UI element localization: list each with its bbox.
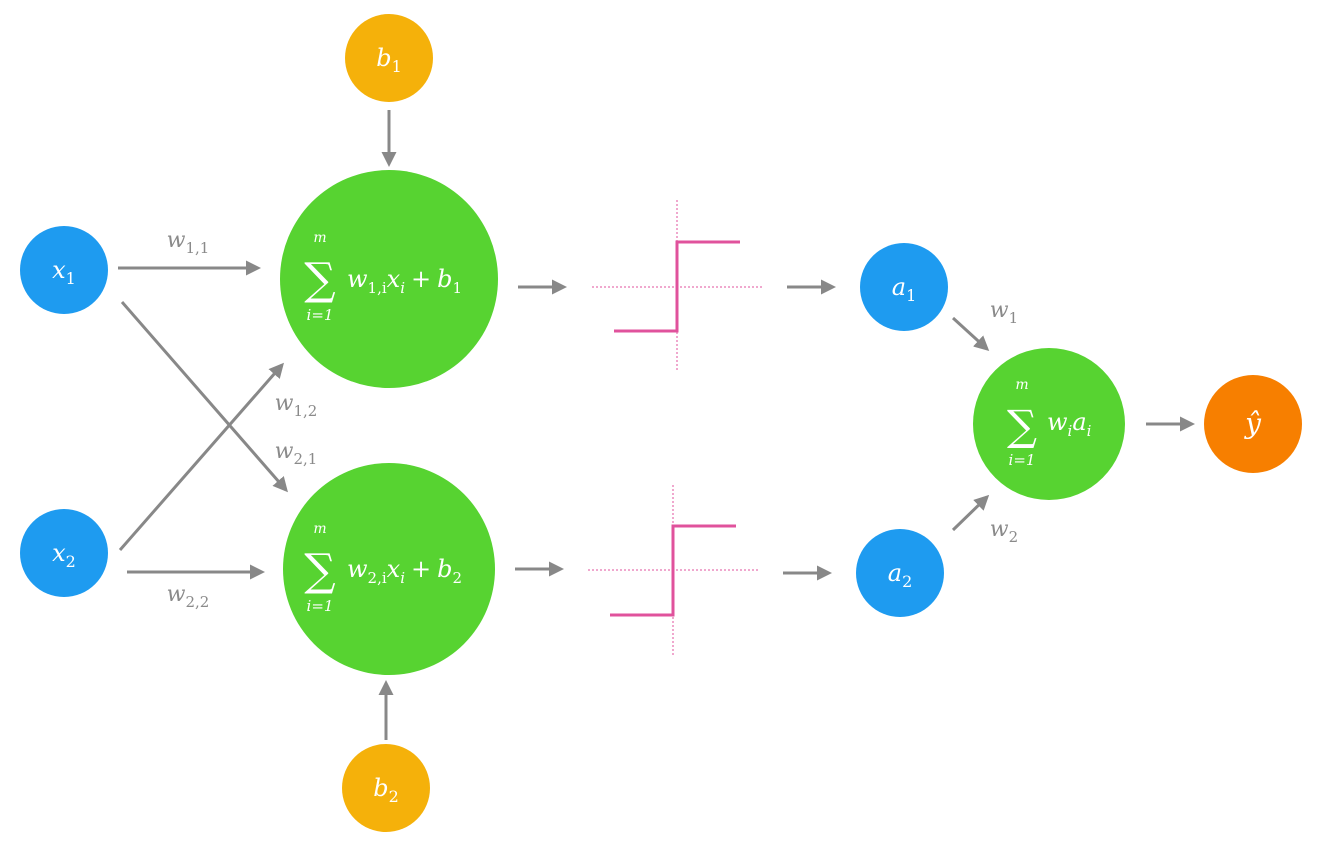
node-a2-circle <box>856 529 944 617</box>
sum-node-2-circle <box>283 463 495 675</box>
arrow-x2-to-sum1 <box>118 362 284 551</box>
step2-curve <box>610 524 736 617</box>
node-a1-circle <box>860 243 948 331</box>
node-a1: a1 <box>860 243 948 331</box>
sum-node-out: m ∑ i=1 wiai <box>973 348 1125 500</box>
weight-w1: w1 <box>990 298 1018 327</box>
sumout-lower-limit: i=1 <box>1009 451 1036 469</box>
node-x2-label: x2 <box>52 539 76 571</box>
sum2-upper-limit: m <box>313 521 326 537</box>
sum1-expression: w1,ixi+b1 <box>347 265 462 297</box>
node-b2-label: b2 <box>373 774 399 806</box>
connections <box>118 110 1195 740</box>
node-yhat-label: ŷ <box>1243 407 1262 440</box>
sum1-sigma: ∑ <box>304 254 335 305</box>
weight-w12: w1,2 <box>275 391 318 420</box>
node-b1-circle <box>345 14 433 102</box>
arrow-a2-to-out <box>951 494 990 532</box>
node-x1-label: x1 <box>52 256 76 288</box>
node-b1: b1 <box>345 14 433 102</box>
weight-labels: w1,1 w1,2 w2,1 w2,2 w1 w2 <box>167 228 1019 611</box>
node-x2-circle <box>20 509 108 597</box>
weight-w22: w2,2 <box>167 582 210 611</box>
step-function-2 <box>588 485 758 655</box>
sum-node-1-circle <box>280 170 498 388</box>
step-function-1 <box>592 200 762 372</box>
node-b2: b2 <box>342 744 430 832</box>
sum-node-1: m ∑ i=1 w1,ixi+b1 <box>280 170 498 388</box>
node-b2-circle <box>342 744 430 832</box>
arrow-a1-to-out <box>951 316 990 352</box>
node-b1-label: b1 <box>376 44 402 76</box>
node-x1: x1 <box>20 226 108 314</box>
node-a2: a2 <box>856 529 944 617</box>
sum2-lower-limit: i=1 <box>307 597 334 615</box>
sum-node-2: m ∑ i=1 w2,ixi+b2 <box>283 463 495 675</box>
sumout-upper-limit: m <box>1015 377 1028 393</box>
sum2-sigma: ∑ <box>304 545 335 596</box>
sum1-upper-limit: m <box>313 230 326 246</box>
arrow-x1-to-sum2 <box>120 301 288 493</box>
sumout-sigma: ∑ <box>1007 401 1037 450</box>
sumout-expression: wiai <box>1047 408 1092 440</box>
weight-w11: w1,1 <box>167 228 210 257</box>
node-yhat-circle <box>1204 375 1302 473</box>
node-a2-label: a2 <box>888 559 913 591</box>
sum-node-out-circle <box>973 348 1125 500</box>
sum1-lower-limit: i=1 <box>307 306 334 324</box>
node-a1-label: a1 <box>892 273 917 305</box>
step1-curve <box>614 240 740 333</box>
weight-w21: w2,1 <box>275 439 318 468</box>
weight-w2: w2 <box>990 517 1018 546</box>
node-x1-circle <box>20 226 108 314</box>
node-yhat: ŷ <box>1204 375 1302 473</box>
sum2-expression: w2,ixi+b2 <box>347 555 462 587</box>
node-x2: x2 <box>20 509 108 597</box>
